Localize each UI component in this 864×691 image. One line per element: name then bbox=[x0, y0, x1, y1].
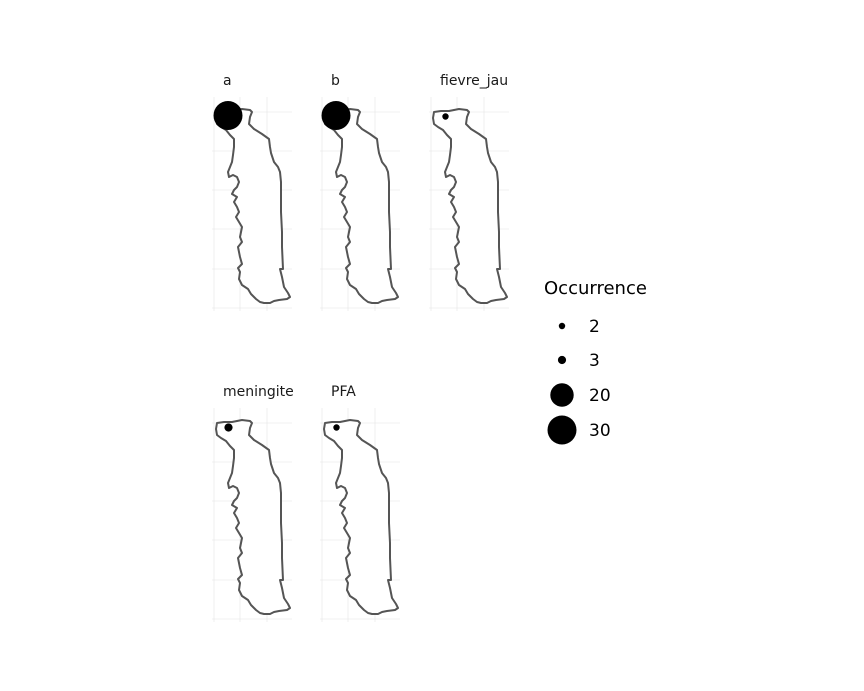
legend-key-bubble bbox=[547, 415, 577, 445]
legend-key-label: 3 bbox=[589, 351, 600, 371]
legend-title: Occurrence bbox=[544, 278, 647, 299]
occurrence-bubble bbox=[321, 101, 351, 130]
occurrence-bubble bbox=[213, 101, 243, 130]
legend-key-bubble bbox=[550, 383, 574, 407]
occurrence-bubble bbox=[442, 113, 449, 120]
legend-key-bubble bbox=[557, 355, 567, 365]
country-outline bbox=[215, 108, 291, 304]
facet-strip-label: a bbox=[223, 73, 232, 89]
facet-panel: a bbox=[212, 73, 292, 311]
occurrence-bubble bbox=[224, 423, 233, 432]
facet-panel: PFA bbox=[320, 384, 400, 622]
facet-strip-label: b bbox=[331, 73, 340, 89]
country-outline bbox=[432, 108, 508, 304]
legend-key-label: 20 bbox=[589, 386, 611, 406]
facet-panel: b bbox=[320, 73, 400, 311]
legend-key-label: 30 bbox=[589, 421, 611, 441]
facet-panel: meningite bbox=[212, 384, 294, 622]
facet-panel: fievre_jau bbox=[429, 73, 509, 311]
country-outline bbox=[323, 419, 399, 615]
facet-panels: a b fievre_jau meningite PFA bbox=[212, 73, 509, 622]
occurrence-bubble bbox=[333, 424, 340, 431]
legend-key-bubble bbox=[558, 322, 566, 330]
facet-strip-label: meningite bbox=[223, 384, 294, 400]
country-outline bbox=[323, 108, 399, 304]
facet-strip-label: PFA bbox=[331, 384, 356, 400]
facet-strip-label: fievre_jau bbox=[440, 73, 508, 89]
legend-keys: 2 3 20 30 bbox=[547, 317, 611, 445]
legend-key-label: 2 bbox=[589, 317, 600, 337]
legend: Occurrence 2 3 20 30 bbox=[544, 278, 647, 445]
country-outline bbox=[215, 419, 291, 615]
